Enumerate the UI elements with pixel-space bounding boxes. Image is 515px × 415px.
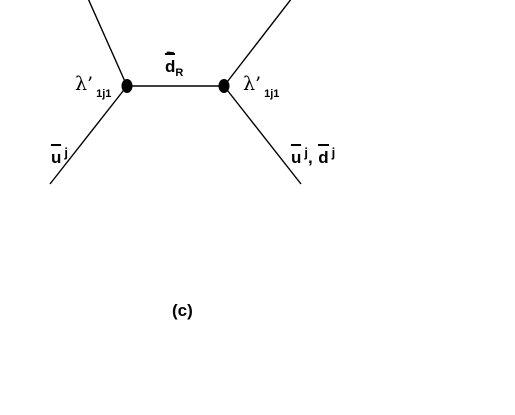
left-coupling-symbol: λ’ [75, 73, 94, 95]
right-coupling-symbol: λ’ [243, 73, 262, 95]
left-leg-superscript: j [64, 145, 69, 160]
right-leg-second-superscript: j [331, 145, 336, 160]
left-leg-bar [51, 144, 62, 146]
upper-right-leg [223, 0, 292, 87]
left-vertex [121, 79, 133, 93]
left-coupling-subscript: 1j1 [96, 88, 112, 100]
right-leg-first-superscript: j [304, 145, 309, 160]
right-coupling-subscript: 1j1 [264, 88, 280, 100]
lower-left-leg [49, 85, 128, 185]
lower-right-leg [223, 85, 302, 185]
left-coupling-label: λ’1j1 [75, 73, 111, 100]
upper-left-leg [87, 0, 128, 87]
propagator-label: ~ d R [165, 45, 184, 79]
bar-accent [165, 53, 176, 55]
right-leg-separator: , [308, 148, 313, 167]
left-leg-label: u j [51, 144, 68, 167]
right-leg-label: u j, d j [291, 144, 335, 167]
propagator-symbol: d [165, 57, 176, 76]
right-leg-first-bar [291, 144, 302, 146]
tilde-accent: ~ [166, 44, 175, 60]
propagator-subscript: R [175, 67, 184, 79]
panel-label: (c) [172, 301, 193, 320]
left-leg-symbol: u [51, 148, 62, 167]
right-coupling-label: λ’1j1 [243, 73, 279, 100]
right-vertex [218, 79, 230, 93]
right-leg-first-symbol: u [291, 148, 302, 167]
right-leg-second-symbol: d [318, 148, 329, 167]
right-leg-second-bar [318, 144, 329, 146]
